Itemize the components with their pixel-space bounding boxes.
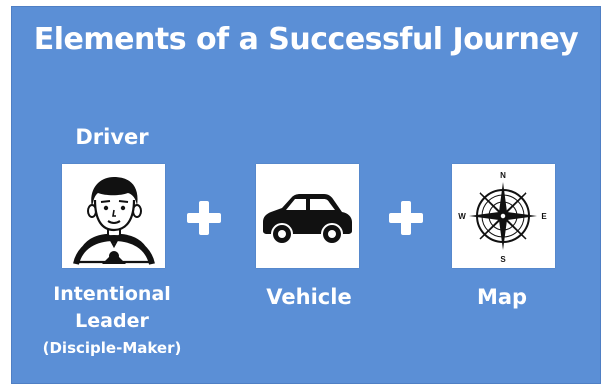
driver-caption-line1: Intentional bbox=[53, 283, 171, 305]
map-tile: N S E W bbox=[452, 164, 555, 268]
compass-south-label: S bbox=[500, 255, 506, 264]
car-icon bbox=[263, 194, 352, 245]
compass-east-label: E bbox=[541, 212, 547, 221]
plus-icon bbox=[389, 201, 423, 235]
driver-caption-line3: (Disciple-Maker) bbox=[42, 339, 182, 357]
map-caption: Map bbox=[476, 285, 528, 309]
driver-person-icon bbox=[73, 177, 155, 265]
driver-caption-line2: Leader bbox=[75, 310, 149, 332]
driver-heading: Driver bbox=[75, 125, 149, 149]
driver-caption: Intentional Leader (Disciple-Maker) bbox=[32, 281, 192, 361]
compass-north-label: N bbox=[500, 171, 506, 180]
vehicle-tile bbox=[256, 164, 359, 268]
vehicle-caption: Vehicle bbox=[266, 285, 352, 309]
slide-title: Elements of a Successful Journey bbox=[33, 22, 579, 57]
slide: Elements of a Successful Journey Driver bbox=[11, 6, 601, 384]
compass-west-label: W bbox=[458, 212, 466, 221]
plus-icon bbox=[187, 201, 221, 235]
compass-rose-icon: N S E W bbox=[458, 171, 547, 264]
driver-tile bbox=[62, 164, 165, 268]
